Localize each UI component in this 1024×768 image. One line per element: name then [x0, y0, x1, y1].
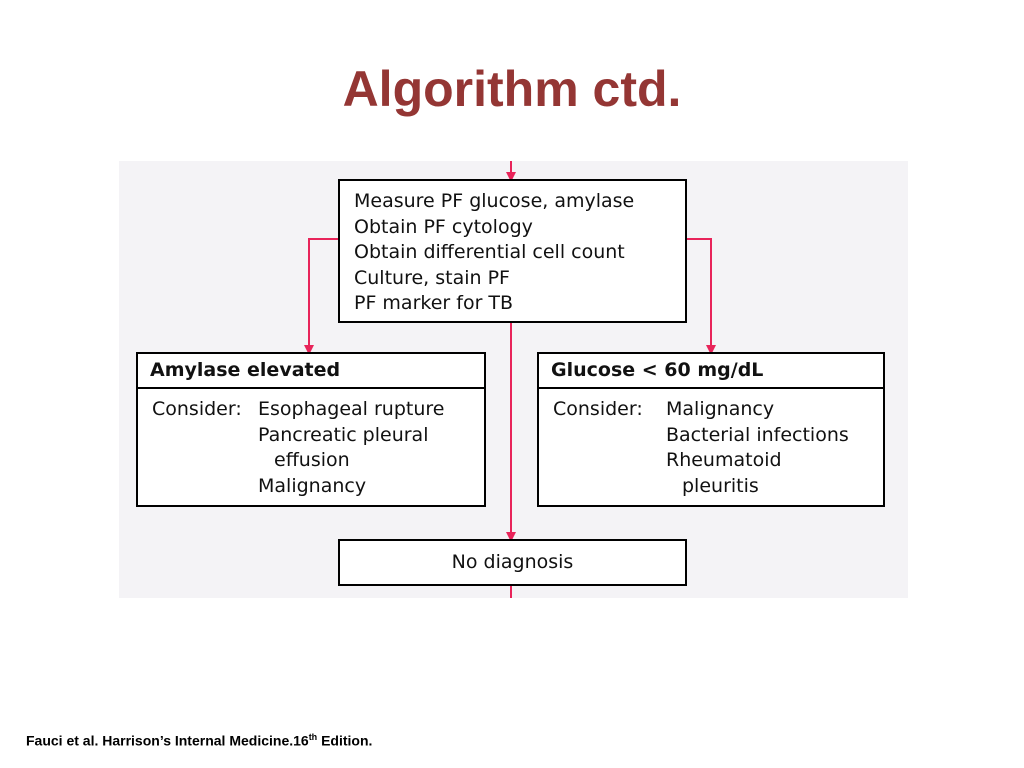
flowchart-figure: Measure PF glucose, amylase Obtain PF cy…: [119, 161, 908, 598]
consider-list: Esophageal rupture Pancreatic pleural ef…: [258, 397, 444, 499]
low-glucose-header: Glucose < 60 mg/dL: [539, 354, 883, 389]
low-glucose-box: Glucose < 60 mg/dL Consider: Malignancy …: [537, 352, 885, 507]
consider-item: Pancreatic pleural: [258, 423, 429, 446]
amylase-elevated-body: Consider: Esophageal rupture Pancreatic …: [138, 389, 484, 505]
amylase-elevated-header: Amylase elevated: [138, 354, 484, 389]
workup-step: Culture, stain PF: [354, 266, 510, 289]
consider-list: Malignancy Bacterial infections Rheumato…: [666, 397, 849, 499]
consider-item: Malignancy: [258, 474, 367, 497]
right-branch-arrow: [687, 238, 716, 355]
workup-step: Measure PF glucose, amylase: [354, 190, 635, 212]
workup-step: Obtain PF cytology: [354, 215, 533, 238]
left-branch-arrow: [304, 238, 338, 355]
consider-item: pleuritis: [682, 474, 759, 497]
consider-item: Rheumatoid: [666, 449, 782, 471]
consider-item: effusion: [274, 449, 350, 471]
flowchart-connectors: [304, 161, 716, 598]
amylase-elevated-box: Amylase elevated Consider: Esophageal ru…: [136, 352, 486, 507]
slide-title: Algorithm ctd.: [342, 61, 682, 117]
consider-label: Consider:: [553, 398, 643, 420]
low-glucose-body: Consider: Malignancy Bacterial infection…: [539, 389, 883, 505]
citation-superscript: th: [308, 732, 318, 742]
consider-item: Malignancy: [666, 398, 775, 420]
initial-workup-box: Measure PF glucose, amylase Obtain PF cy…: [338, 179, 687, 323]
citation-text: Fauci et al. Harrison’s Internal Medicin…: [26, 732, 309, 749]
workup-step: PF marker for TB: [354, 292, 514, 314]
consider-item: Bacterial infections: [666, 423, 849, 446]
no-diagnosis-box: No diagnosis: [338, 539, 687, 586]
consider-label: Consider:: [152, 398, 242, 420]
citation: Fauci et al. Harrison’s Internal Medicin…: [26, 732, 372, 749]
consider-item: Esophageal rupture: [258, 398, 445, 420]
citation-suffix: Edition.: [317, 732, 373, 749]
workup-step: Obtain differential cell count: [354, 241, 625, 263]
